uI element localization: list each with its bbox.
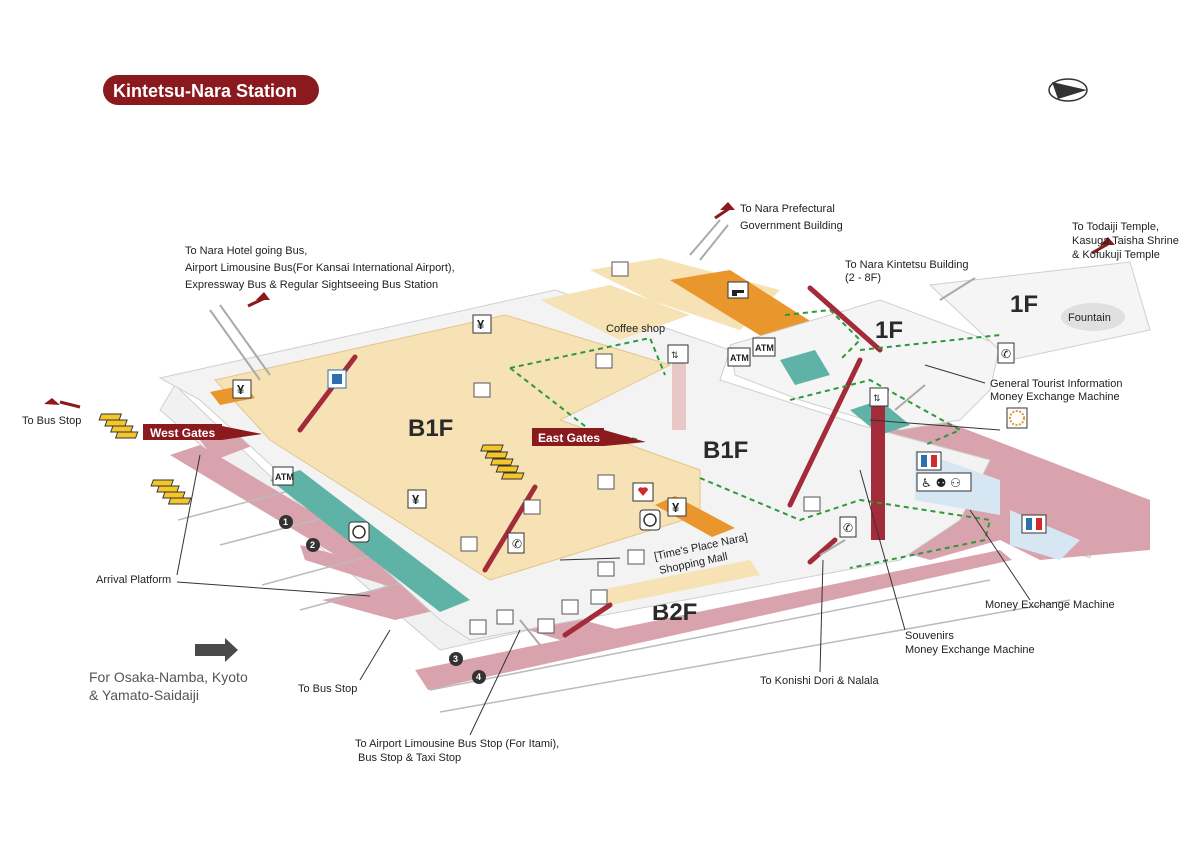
label-bus-stop-bottom: To Bus Stop xyxy=(298,683,357,695)
telephone-icon-3: ✆ xyxy=(997,342,1015,364)
f1-floor xyxy=(590,258,1151,435)
svg-text:✆: ✆ xyxy=(512,537,522,551)
svg-text:✆: ✆ xyxy=(1001,347,1011,361)
east-gates-label: East Gates xyxy=(538,431,600,445)
platform-2: 2 xyxy=(310,540,315,550)
leader-lines xyxy=(176,364,1031,736)
compass-icon xyxy=(1048,78,1088,102)
tourist-info-icon xyxy=(1006,407,1028,429)
label-todaiji-1: To Todaiji Temple, xyxy=(1072,221,1159,233)
label-konishi: To Konishi Dori & Nalala xyxy=(760,675,879,687)
east-gate-machines xyxy=(480,444,525,480)
escalators xyxy=(297,285,883,638)
platform-numbers: 1 2 3 4 xyxy=(279,515,486,684)
accessible-facilities-icon: ♿ ⚉ ⚇ xyxy=(916,472,972,492)
stairs xyxy=(209,219,976,646)
elevator-shaft-2 xyxy=(672,360,686,430)
atm-icon-2: ATM xyxy=(727,347,751,367)
yen-icon-2: ¥ xyxy=(472,314,492,334)
aed-icon xyxy=(632,482,654,502)
label-coffee-shop: Coffee shop xyxy=(606,323,665,335)
label-nara-hotel-3: Expressway Bus & Regular Sightseeing Bus… xyxy=(185,279,438,291)
direction-arrows xyxy=(44,202,1115,409)
label-kintetsu-bldg-1: To Nara Kintetsu Building xyxy=(845,259,969,271)
atm-icon-3: ATM xyxy=(752,337,776,357)
east-gates-flag: East Gates xyxy=(532,428,646,446)
yen-icon-4: ¥ xyxy=(667,497,687,517)
svg-text:⇅: ⇅ xyxy=(671,350,679,360)
restroom-icon xyxy=(916,451,942,471)
label-osaka-1: For Osaka-Namba, Kyoto xyxy=(89,669,248,685)
telephone-icon: ✆ xyxy=(507,532,525,554)
label-pref-gov-1: To Nara Prefectural xyxy=(740,203,835,215)
yen-icon-3: ¥ xyxy=(407,489,427,509)
restaurant-icon xyxy=(727,281,749,299)
label-todaiji-3: & Kofukuji Temple xyxy=(1072,249,1160,261)
lost-property-icon xyxy=(348,521,370,543)
svg-text:¥: ¥ xyxy=(477,317,485,332)
label-gen-tourist-2: Money Exchange Machine xyxy=(990,391,1120,403)
locker-icon xyxy=(327,369,347,389)
label-osaka-2: & Yamato-Saidaiji xyxy=(89,687,199,703)
label-pref-gov-2: Government Building xyxy=(740,220,843,232)
floor-label-1f-a: 1F xyxy=(1010,291,1038,318)
label-gen-tourist-1: General Tourist Information xyxy=(990,378,1122,390)
label-souvenirs-1: Souvenirs xyxy=(905,630,954,642)
svg-text:ATM: ATM xyxy=(755,343,774,353)
west-gates-flag: West Gates xyxy=(143,424,262,440)
label-nara-hotel-1: To Nara Hotel going Bus, xyxy=(185,245,307,257)
label-kintetsu-bldg-2: (2 - 8F) xyxy=(845,272,881,284)
locker-stand-icons xyxy=(460,261,821,635)
west-gate-machines xyxy=(98,413,192,505)
svg-text:✆: ✆ xyxy=(843,521,853,535)
telephone-icon-2: ✆ xyxy=(839,516,857,538)
atm-icon: ATM xyxy=(272,466,294,486)
platform-3: 3 xyxy=(453,654,458,664)
svg-text:¥: ¥ xyxy=(237,382,245,397)
label-todaiji-2: Kasuga Taisha Shrine xyxy=(1072,235,1179,247)
label-money-exchange: Money Exchange Machine xyxy=(985,599,1115,611)
label-bus-stop-left: To Bus Stop xyxy=(22,415,81,427)
restroom-icon-2 xyxy=(1021,514,1047,534)
station-title: Kintetsu-Nara Station xyxy=(113,81,297,101)
svg-text:¥: ¥ xyxy=(672,500,680,515)
label-fountain: Fountain xyxy=(1068,312,1111,324)
svg-text:ATM: ATM xyxy=(275,472,294,482)
label-airport-limo-1: To Airport Limousine Bus Stop (For Itami… xyxy=(355,738,559,750)
svg-text:¥: ¥ xyxy=(412,492,420,507)
label-souvenirs-2: Money Exchange Machine xyxy=(905,644,1035,656)
svg-text:ATM: ATM xyxy=(730,353,749,363)
elevator-icon: ⇅ xyxy=(667,344,689,364)
svg-text:♿ ⚉ ⚇: ♿ ⚉ ⚇ xyxy=(921,476,961,490)
lost-property-icon-2 xyxy=(639,509,661,531)
label-nara-hotel-2: Airport Limousine Bus(For Kansai Interna… xyxy=(185,262,455,274)
platform-1: 1 xyxy=(283,517,288,527)
platform-4: 4 xyxy=(476,672,481,682)
elevator-icon-2: ⇅ xyxy=(869,387,889,407)
svg-text:⇅: ⇅ xyxy=(873,393,881,403)
label-arrival-platform: Arrival Platform xyxy=(96,574,171,586)
floor-label-b1f-east: B1F xyxy=(703,437,748,464)
label-airport-limo-2: Bus Stop & Taxi Stop xyxy=(358,752,461,764)
west-gates-label: West Gates xyxy=(150,426,215,440)
floor-label-1f-b: 1F xyxy=(875,317,903,344)
osaka-direction-arrow xyxy=(195,638,238,662)
title-badge: Kintetsu-Nara Station xyxy=(103,75,319,105)
yen-icon: ¥ xyxy=(232,379,252,399)
floor-label-b1f-west: B1F xyxy=(408,415,453,442)
